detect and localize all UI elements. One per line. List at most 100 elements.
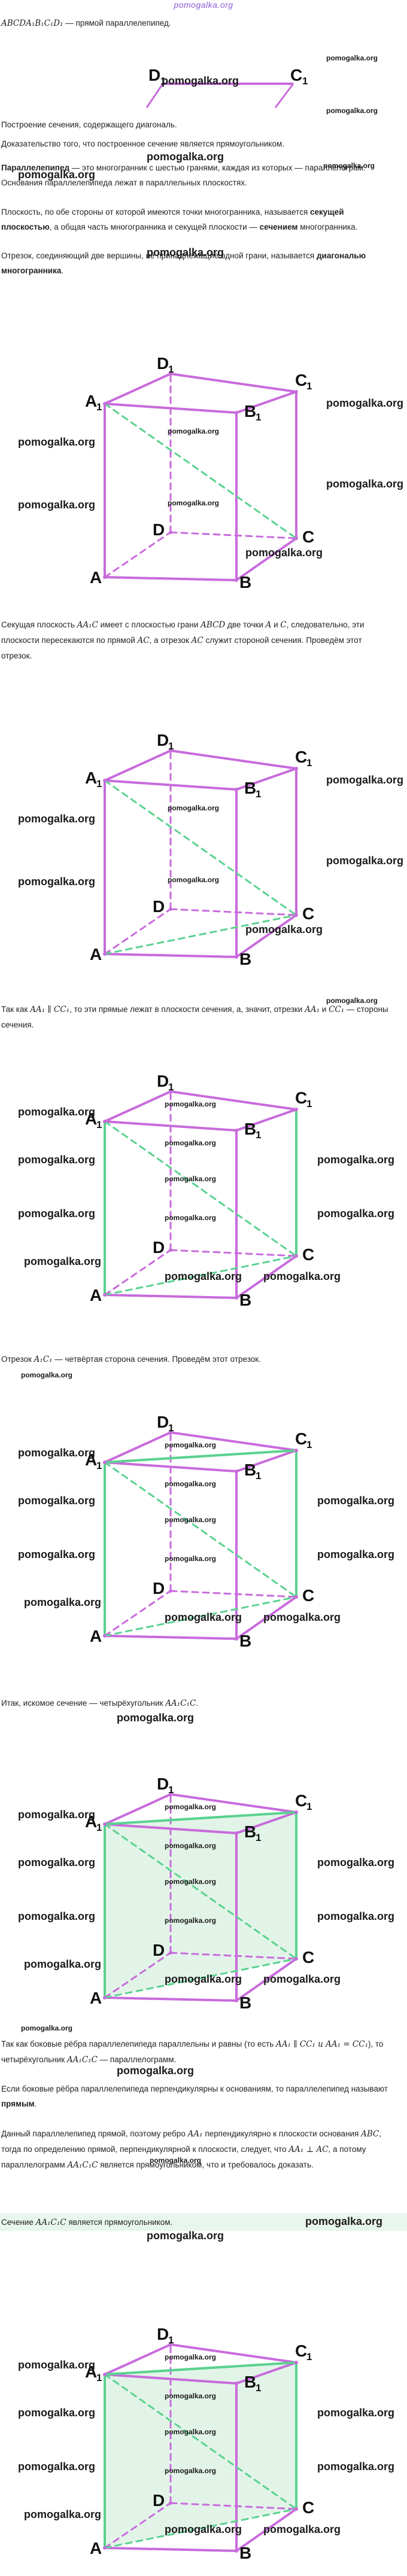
hidden-edge xyxy=(169,1590,297,1598)
hidden-edge xyxy=(169,2502,297,2510)
math: AA₁C₁C xyxy=(67,2160,98,2170)
edge-b-c xyxy=(235,914,297,958)
vertex-point xyxy=(294,913,298,917)
watermark: pomogalka.org xyxy=(168,876,219,884)
text: , а общая часть многогранника и секущей … xyxy=(49,222,260,231)
diagonal-a1c xyxy=(104,403,297,539)
watermark: pomogalka.org xyxy=(165,1214,216,1222)
vertex-label-sub: 1 xyxy=(256,1129,261,1141)
edge-c1-d1 xyxy=(169,1090,297,1111)
watermark: pomogalka.org xyxy=(326,54,378,62)
watermark: pomogalka.org xyxy=(165,1175,216,1183)
vertex-label-a: A xyxy=(90,2539,102,2557)
watermark: pomogalka.org xyxy=(305,2215,383,2227)
vertex-point xyxy=(294,2361,298,2364)
vertex-point xyxy=(235,1637,238,1641)
edge-c1-d1 xyxy=(169,373,297,393)
vertex-label-a1: A xyxy=(85,1812,97,1831)
watermark: pomogalka.org xyxy=(18,2461,95,2473)
math: AA₁C₁C xyxy=(165,1699,196,1708)
vertex-label-d1: D xyxy=(157,1413,169,1431)
vertex-point xyxy=(294,1108,298,1111)
vertex-label-a1: A xyxy=(85,2362,97,2381)
watermark: pomogalka.org xyxy=(165,1916,216,1925)
watermark: pomogalka.org xyxy=(165,1480,216,1488)
hidden-edge xyxy=(104,2502,172,2549)
vertex-point xyxy=(103,1461,107,1464)
vertex-point xyxy=(103,779,107,782)
vertex-point xyxy=(103,1822,107,1826)
paragraph: Отрезок A₁C₁ — четвёртая сторона сечения… xyxy=(1,1352,390,1367)
vertex-point xyxy=(235,411,238,414)
text: . xyxy=(61,266,64,275)
vertex-label-b: B xyxy=(239,950,251,966)
hidden-edge xyxy=(169,908,297,916)
watermark: pomogalka.org xyxy=(245,547,323,559)
paragraph: Отрезок, соединяющий две вершины, не при… xyxy=(1,248,390,278)
watermark: pomogalka.org xyxy=(24,1255,101,1267)
vertex-label-c: C xyxy=(302,1245,314,1264)
paragraph: Плоскость, по обе стороны от которой име… xyxy=(1,205,390,234)
vertex-point xyxy=(169,531,172,534)
vertex-point xyxy=(169,1589,172,1593)
vertex-label-d1: D xyxy=(157,1775,169,1793)
vertex-label-d: D xyxy=(153,520,165,539)
vertex-label-c1: C xyxy=(295,2342,307,2360)
text: , а потому параллелограмм xyxy=(1,2145,366,2169)
watermark: pomogalka.org xyxy=(263,1973,341,1985)
math: AA₁ ∥ CC₁ xyxy=(30,1005,69,1014)
math: AA₁ ⊥ AC xyxy=(288,2145,329,2154)
hidden-edge xyxy=(104,908,172,955)
watermark: pomogalka.org xyxy=(117,2065,195,2077)
text: , следовательно, эти плоскости пересекаю… xyxy=(1,620,365,645)
edge-a1-b1 xyxy=(104,1823,238,1834)
section-side-ac xyxy=(104,1596,297,1637)
vertex-label-d1: D xyxy=(157,354,169,373)
vertex-label-sub: 1 xyxy=(306,757,312,769)
vertex-point xyxy=(169,1951,172,1955)
vertex-label-c1: C xyxy=(295,371,307,389)
vertex-label-c1: C xyxy=(295,1089,307,1107)
section-side-ac xyxy=(104,2508,297,2549)
vertex-point xyxy=(169,372,172,376)
vertex-label-sub: 1 xyxy=(256,1470,261,1481)
watermark: pomogalka.org xyxy=(263,1611,341,1623)
vertex-label-b1: B xyxy=(244,402,256,420)
watermark: pomogalka.org xyxy=(18,2359,95,2371)
hidden-edge xyxy=(104,1952,172,1999)
vertex-label-d1: D xyxy=(157,1072,169,1090)
math: A xyxy=(265,620,272,630)
watermark: pomogalka.org xyxy=(263,2523,341,2535)
watermark: pomogalka.org xyxy=(165,1441,216,1449)
mini-edge-c1 xyxy=(274,83,294,108)
math: CC₁ xyxy=(329,1005,345,1014)
section-side-ac xyxy=(104,914,297,955)
watermark: pomogalka.org xyxy=(165,2428,216,2436)
vertex-point xyxy=(235,1831,238,1835)
vertex-point xyxy=(103,402,107,406)
math: A₁C₁ xyxy=(34,1355,53,1364)
edge-d1-a1 xyxy=(104,2343,172,2376)
math: AA₁C₁C xyxy=(35,2218,66,2227)
vertex-label-a: A xyxy=(90,1989,102,2007)
section-side-a1c1 xyxy=(104,1811,297,1825)
watermark: pomogalka.org xyxy=(147,151,224,163)
edge-b1-c1 xyxy=(235,391,297,414)
mini-label-c1: C xyxy=(290,66,302,84)
vertex-label-a1: A xyxy=(85,392,97,410)
vertex-point xyxy=(235,1296,238,1300)
vertex-label-d1: D xyxy=(157,731,169,749)
math: AA₁C₁C xyxy=(66,2055,98,2065)
edge-a-b xyxy=(104,576,238,581)
section-side-a1c1 xyxy=(104,1449,297,1464)
text: перпендикулярно к плоскости основания xyxy=(202,2129,362,2138)
vertex-label-b: B xyxy=(239,573,251,589)
watermark: pomogalka.org xyxy=(18,1447,95,1459)
site-logo[interactable]: pomogalka.org xyxy=(174,0,233,10)
vertex-label-sub: 1 xyxy=(96,1119,102,1130)
watermark: pomogalka.org xyxy=(165,1516,216,1524)
edge-c1-d1 xyxy=(169,1793,297,1813)
vertex-point xyxy=(294,767,298,770)
